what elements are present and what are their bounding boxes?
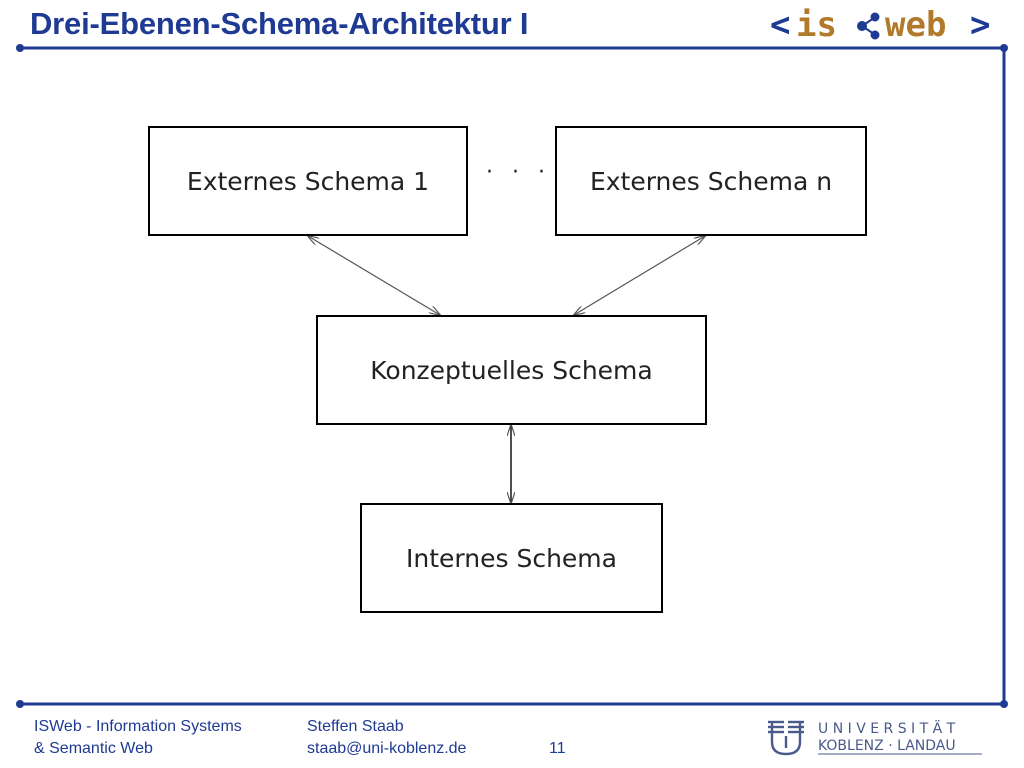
footer-org: ISWeb - Information Systems & Semantic W… bbox=[34, 716, 242, 760]
ellipsis: · · · bbox=[486, 160, 551, 185]
university-emblem-icon bbox=[768, 720, 804, 756]
arrow-external1-conceptual bbox=[308, 236, 440, 315]
arrow-externaln-conceptual bbox=[574, 236, 705, 315]
share-node-icon bbox=[857, 12, 880, 40]
logo-web: web bbox=[885, 5, 946, 45]
isweb-logo: < is web > bbox=[770, 5, 990, 45]
footer-org-line1: ISWeb - Information Systems bbox=[34, 718, 242, 735]
external-schema-n-box: Externes Schema n bbox=[555, 126, 867, 236]
footer-author: Steffen Staab staab@uni-koblenz.de bbox=[307, 716, 466, 760]
page-number: 11 bbox=[549, 740, 566, 757]
logo-is: is bbox=[796, 5, 837, 45]
slide-title: Drei-Ebenen-Schema-Architektur I bbox=[30, 6, 529, 41]
footer-org-line2: & Semantic Web bbox=[34, 740, 153, 757]
university-logo: U N I V E R S I T Ä T KOBLENZ · LANDAU bbox=[768, 719, 982, 756]
internal-schema-label: Internes Schema bbox=[406, 543, 617, 573]
university-location: KOBLENZ · LANDAU bbox=[818, 738, 956, 754]
university-name: U N I V E R S I T Ä T bbox=[818, 719, 956, 737]
logo-open-bracket: < bbox=[770, 5, 790, 45]
footer-author-name: Steffen Staab bbox=[307, 718, 404, 735]
conceptual-schema-label: Konzeptuelles Schema bbox=[370, 355, 653, 385]
external-schema-1-label: Externes Schema 1 bbox=[186, 166, 430, 196]
logo-close-bracket: > bbox=[970, 5, 990, 45]
footer-author-email: staab@uni-koblenz.de bbox=[307, 740, 467, 757]
internal-schema-box: Internes Schema bbox=[360, 503, 663, 613]
conceptual-schema-box: Konzeptuelles Schema bbox=[316, 315, 707, 425]
external-schema-n-label: Externes Schema n bbox=[589, 166, 833, 196]
external-schema-1-box: Externes Schema 1 bbox=[148, 126, 468, 236]
